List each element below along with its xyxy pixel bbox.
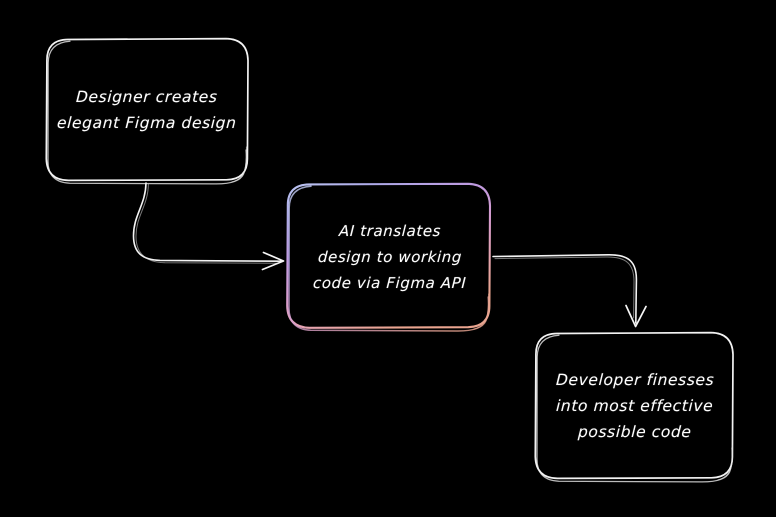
node-developer-border-sketch xyxy=(536,334,733,483)
node-developer-border-flick xyxy=(717,444,734,481)
edge-designer-to-ai-line xyxy=(132,182,282,262)
edge-ai-to-developer-arrowhead xyxy=(625,304,647,328)
edge-designer-to-ai-line-sketch xyxy=(135,184,279,264)
node-ai-border xyxy=(286,182,492,329)
edge-designer-to-ai[interactable] xyxy=(132,182,285,271)
node-ai-border-flick xyxy=(473,293,490,330)
node-designer-border xyxy=(45,37,249,182)
edge-designer-to-ai-arrowhead xyxy=(261,251,285,271)
node-designer[interactable] xyxy=(45,37,249,185)
node-developer-border xyxy=(534,331,734,480)
node-designer-border-flick xyxy=(231,146,248,183)
node-ai-border-sketch xyxy=(288,185,490,332)
edge-ai-to-developer[interactable] xyxy=(492,253,647,328)
node-developer[interactable] xyxy=(534,331,734,483)
node-ai[interactable] xyxy=(286,182,492,332)
node-designer-border-sketch xyxy=(47,40,247,185)
edge-ai-to-developer-line xyxy=(492,253,638,324)
edge-ai-to-developer-line-sketch xyxy=(494,256,635,319)
